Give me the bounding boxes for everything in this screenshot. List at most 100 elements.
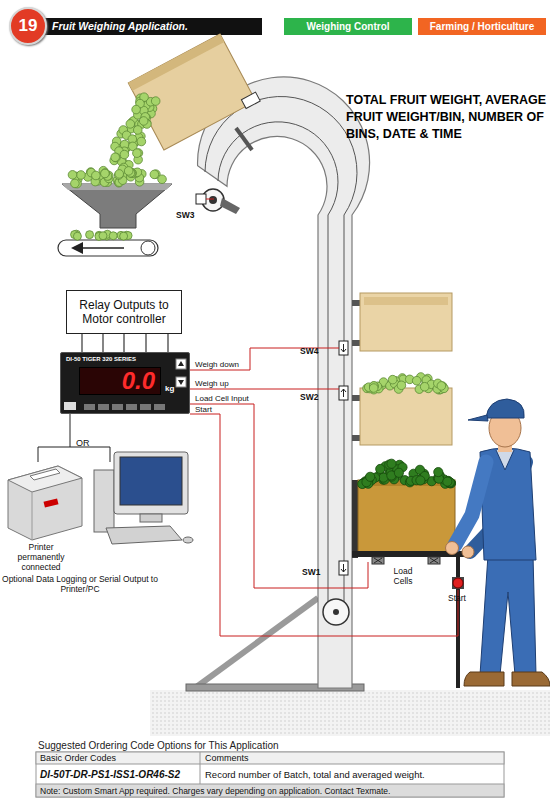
fruit — [126, 120, 135, 129]
elevator-frame — [220, 198, 240, 214]
option-text: OR — [76, 438, 90, 448]
fruit — [68, 171, 77, 180]
signal-wire — [190, 389, 339, 390]
table-cell: Record number of Batch, total and averag… — [205, 769, 425, 780]
fruit — [150, 170, 159, 179]
printer — [43, 498, 58, 507]
tipping-bin — [241, 92, 260, 108]
elevator-frame — [333, 609, 339, 615]
fruit — [387, 459, 396, 468]
meter-button — [154, 404, 165, 410]
limit-switch — [196, 194, 206, 204]
table-note: Note: Custom Smart App required. Charges… — [40, 786, 390, 796]
fruit — [109, 232, 117, 240]
device-caption: Optional Data Logging or Serial Output t… — [2, 574, 158, 594]
signal-wire — [190, 404, 368, 588]
meter-button — [140, 404, 151, 410]
computer — [140, 514, 162, 522]
signal-wire — [206, 199, 214, 200]
computer — [94, 452, 193, 544]
meter-button — [176, 377, 186, 387]
badge-number: 19 — [19, 17, 38, 35]
limit-switch — [339, 386, 348, 400]
switch-label: SW4 — [300, 346, 318, 356]
wire-connector — [167, 334, 168, 352]
wire-connector — [123, 334, 124, 352]
fruit — [366, 472, 375, 481]
fruit-bin — [352, 480, 358, 558]
worker — [455, 462, 486, 545]
table-title: Suggested Ordering Code Options for This… — [38, 740, 279, 751]
fruit — [112, 153, 121, 162]
fruit — [133, 126, 142, 135]
fruit-bin — [364, 297, 448, 305]
fruit — [115, 170, 124, 179]
part-label: Load Cells — [388, 566, 418, 586]
fruit — [437, 382, 446, 391]
limit-switch — [339, 561, 348, 575]
order-table — [36, 784, 504, 797]
limit-switch — [341, 344, 346, 352]
worker — [446, 542, 459, 555]
meter-button — [178, 361, 184, 366]
device-caption: Printer permanently connected — [6, 542, 76, 572]
wire-connector — [102, 334, 103, 352]
weighing-scale — [352, 551, 464, 688]
switch-label: SW3 — [176, 210, 194, 220]
fruit-pile — [358, 459, 456, 488]
limit-switch — [341, 389, 346, 397]
worker — [468, 415, 488, 421]
tipping-bin — [128, 34, 256, 150]
fruit — [132, 105, 141, 114]
switch-label: SW2 — [300, 392, 318, 402]
computer — [120, 457, 182, 505]
printer — [8, 466, 82, 540]
fruit-bin — [360, 388, 452, 445]
fruit — [120, 232, 128, 240]
fruit-bin — [352, 340, 360, 346]
fruit-pile — [71, 230, 133, 240]
meter-button — [112, 404, 123, 410]
weighing-scale — [374, 558, 438, 563]
fruit — [73, 232, 81, 240]
computer — [114, 452, 188, 514]
limit-switch — [339, 341, 348, 355]
signal-name: Start — [195, 405, 212, 414]
fruit-bin — [352, 293, 455, 558]
header-band — [40, 18, 262, 35]
panel-meter: DI-50 TIGER 320 SERIES0.0kg — [60, 352, 190, 414]
fruit-bin — [352, 435, 360, 441]
meter-button — [64, 402, 76, 410]
tipping-bin — [128, 32, 260, 152]
relay-text: Relay Outputs to Motor controller — [73, 298, 175, 326]
connector-group — [82, 334, 168, 352]
fruit — [71, 179, 80, 188]
fruit — [111, 153, 120, 162]
fruit — [99, 232, 107, 240]
computer — [106, 526, 182, 544]
page-title: Fruit Weighing Application. — [52, 18, 188, 35]
fruit — [133, 149, 142, 158]
header-band — [40, 18, 262, 35]
floor — [150, 690, 550, 736]
meter-button — [84, 404, 95, 410]
fruit — [434, 468, 443, 477]
elevator-frame — [186, 77, 370, 691]
fruit — [158, 175, 167, 184]
floor — [150, 690, 550, 736]
meter-button — [178, 380, 184, 385]
order-table — [200, 752, 201, 784]
table-header: Comments — [205, 753, 249, 763]
signal-name: Weigh down — [195, 360, 239, 369]
signal-wire — [190, 414, 458, 636]
meter-button — [176, 359, 186, 369]
fruit — [388, 375, 397, 384]
switch-label: SW1 — [302, 567, 320, 577]
worker — [496, 450, 514, 470]
elevator-frame — [209, 196, 217, 204]
printer — [30, 469, 60, 480]
fruit — [376, 464, 385, 473]
fruit — [139, 117, 148, 126]
